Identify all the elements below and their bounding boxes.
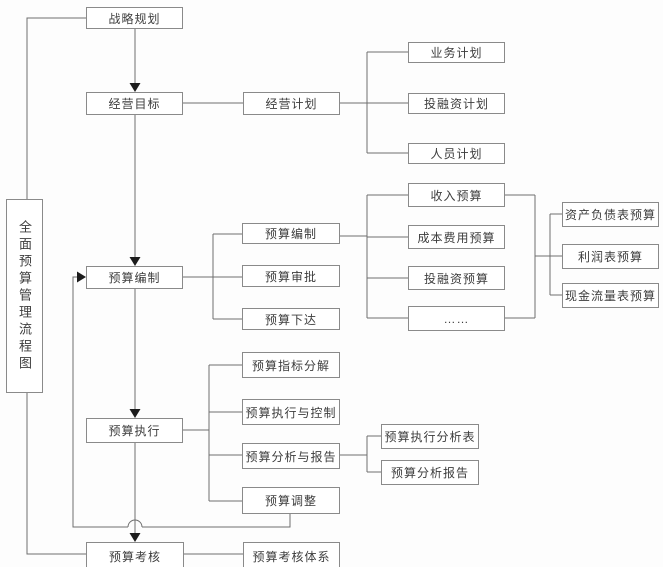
node-business-objectives: 经营目标 <box>86 92 183 115</box>
node-budget-compilation-sub: 预算编制 <box>242 223 340 244</box>
arrow-into-execution <box>129 409 141 418</box>
arrow-feedback-into-preparation <box>77 271 86 283</box>
node-budget-indicator-decomposition: 预算指标分解 <box>242 352 340 378</box>
arrow-into-assessment <box>129 533 141 542</box>
node-business-plan: 经营计划 <box>243 92 340 115</box>
node-budget-analysis-and-reporting: 预算分析与报告 <box>242 443 340 469</box>
edge-feedback-left <box>72 276 128 528</box>
node-budget-analysis-report: 预算分析报告 <box>381 460 479 485</box>
node-budget-release: 预算下达 <box>242 308 340 330</box>
edge-feedback-right <box>142 514 291 528</box>
node-operation-plan: 业务计划 <box>408 42 505 63</box>
node-personnel-plan: 人员计划 <box>408 143 505 164</box>
node-budget-execution-analysis-table: 预算执行分析表 <box>381 424 479 449</box>
edge-title-to-assessment <box>26 393 86 555</box>
node-strategic-planning: 战略规划 <box>86 7 183 29</box>
node-budget-assessment-system: 预算考核体系 <box>243 542 340 567</box>
node-cash-flow-statement-budget: 现金流量表预算 <box>562 283 659 308</box>
node-budget-approval: 预算审批 <box>242 265 340 287</box>
node-investment-financing-plan: 投融资计划 <box>408 93 505 114</box>
node-revenue-budget: 收入预算 <box>408 183 505 207</box>
diagram-title-vertical-box: 全面预算管理流程图 <box>6 199 43 393</box>
arrow-into-preparation <box>129 257 141 266</box>
node-budget-assessment: 预算考核 <box>86 542 184 567</box>
node-income-statement-budget: 利润表预算 <box>562 244 659 269</box>
node-budget-adjustment: 预算调整 <box>242 487 340 514</box>
edge-strategic-to-title <box>26 17 86 199</box>
node-budget-execution: 预算执行 <box>86 418 183 443</box>
node-balance-sheet-budget: 资产负债表预算 <box>562 202 659 227</box>
line-hop <box>127 519 143 528</box>
node-cost-expense-budget: 成本费用预算 <box>408 225 505 249</box>
arrow-into-objectives <box>129 83 141 92</box>
node-budget-execution-and-control: 预算执行与控制 <box>242 399 340 425</box>
node-investment-financing-budget: 投融资预算 <box>408 266 505 290</box>
node-more-budgets-ellipsis: …… <box>408 306 505 331</box>
node-budget-preparation-main: 预算编制 <box>86 266 183 289</box>
